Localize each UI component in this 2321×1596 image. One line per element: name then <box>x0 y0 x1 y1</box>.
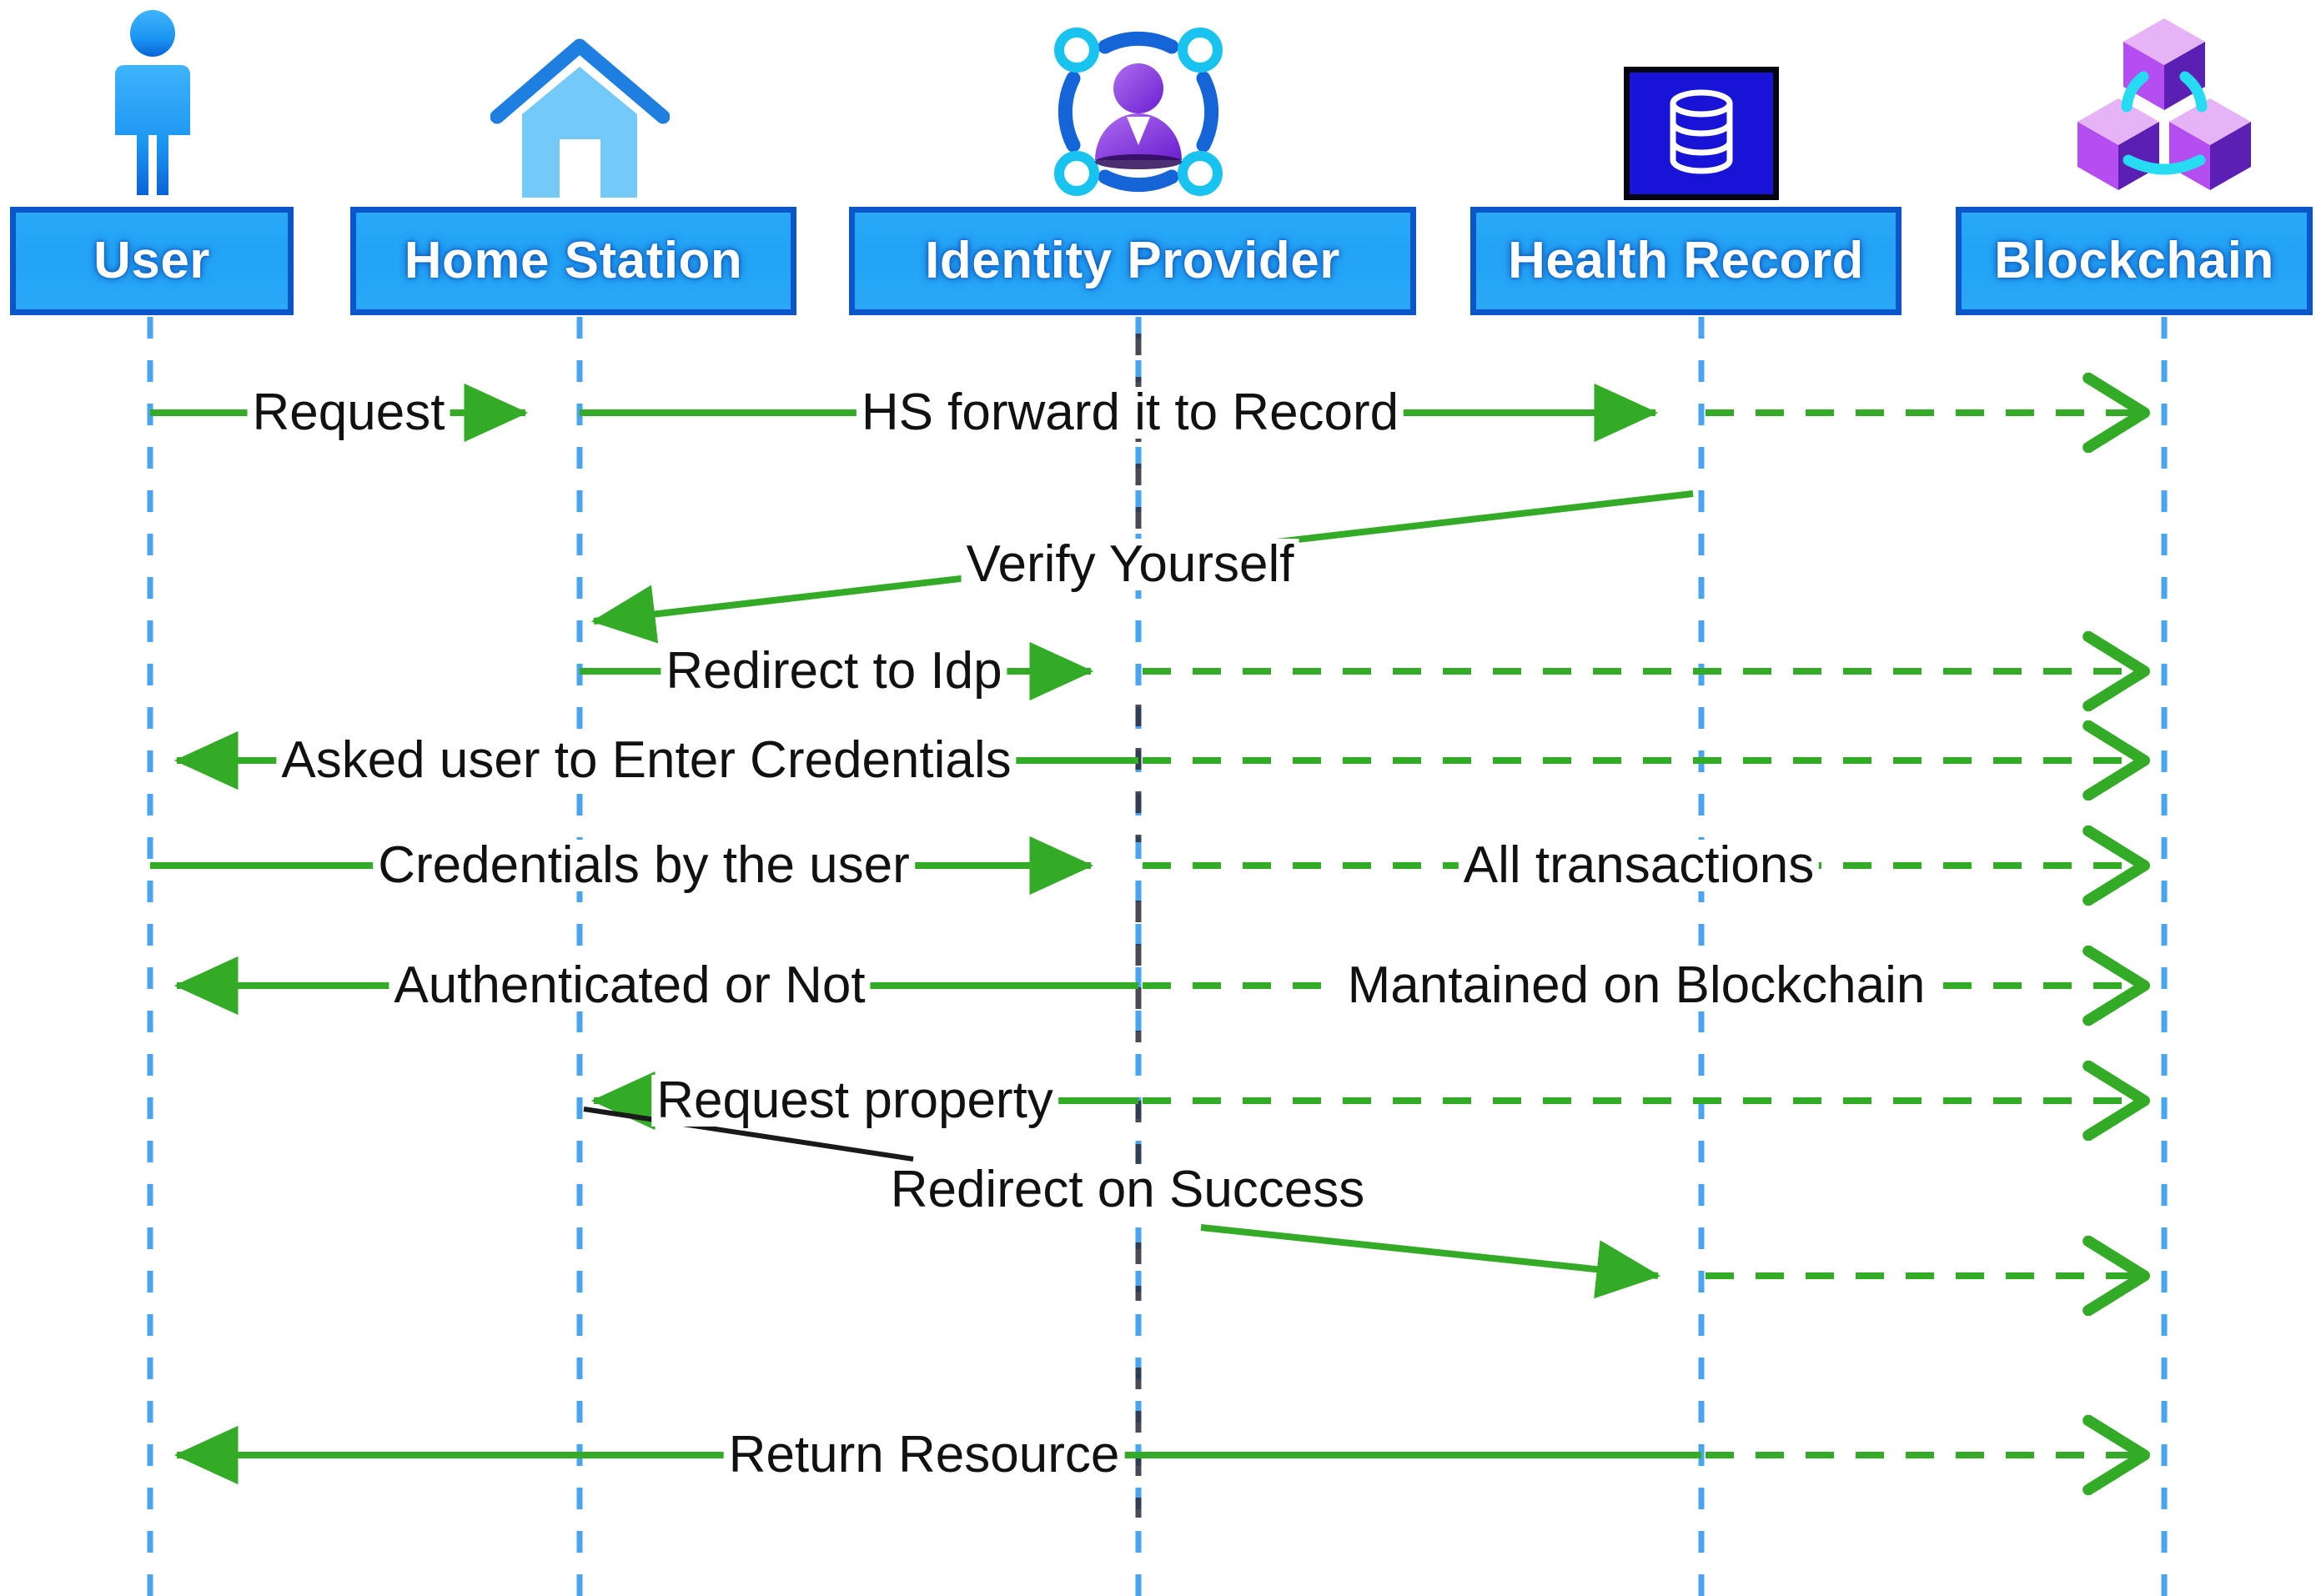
message-label-redirect-on-success: Redirect on Success <box>885 1164 1370 1216</box>
message-label-mantained-on-blockchain: Mantained on Blockchain <box>1342 960 1931 1011</box>
identity-provider-icon-wrap <box>1042 18 1234 200</box>
participant-box-user[interactable]: User <box>10 207 294 315</box>
message-label-request: Request <box>247 387 450 439</box>
blockchain-cubes-icon <box>2077 18 2251 190</box>
participant-label-identity-provider: Identity Provider <box>925 232 1340 289</box>
participant-box-identity-provider[interactable]: Identity Provider <box>849 207 1416 315</box>
participant-box-health-record[interactable]: Health Record <box>1470 207 1902 315</box>
message-label-all-transactions: All transactions <box>1458 840 1820 891</box>
person-icon-wrap <box>65 7 240 200</box>
database-icon <box>1624 67 1779 200</box>
participant-label-home-station: Home Station <box>404 232 743 289</box>
message-label-asked-user-credentials: Asked user to Enter Credentials <box>276 735 1017 786</box>
house-icon-wrap <box>480 33 680 200</box>
message-label-hs-forward: HS forward it to Record <box>856 387 1404 439</box>
message-label-credentials-by-user: Credentials by the user <box>373 840 915 891</box>
participant-label-blockchain: Blockchain <box>1994 232 2274 289</box>
leader-line-redirect-on-success <box>583 1107 914 1162</box>
message-label-redirect-to-idp: Redirect to Idp <box>661 645 1007 697</box>
person-icon <box>115 10 190 195</box>
message-label-return-resource: Return Resource <box>723 1429 1125 1481</box>
participant-box-home-station[interactable]: Home Station <box>350 207 796 315</box>
blockchain-icon-wrap <box>2068 8 2260 200</box>
participant-label-health-record: Health Record <box>1508 232 1864 289</box>
health-record-icon-wrap <box>1622 63 1781 200</box>
message-label-verify-yourself: Verify Yourself <box>961 539 1299 590</box>
participant-box-blockchain[interactable]: Blockchain <box>1956 207 2313 315</box>
identity-user-network-icon <box>1054 28 1223 196</box>
message-label-request-property: Request property <box>651 1075 1058 1127</box>
message-label-authenticated-or-not: Authenticated or Not <box>389 960 871 1011</box>
arrow-redirect-on-success <box>1200 1224 1661 1299</box>
house-icon <box>490 38 670 198</box>
participant-label-user: User <box>93 232 210 289</box>
